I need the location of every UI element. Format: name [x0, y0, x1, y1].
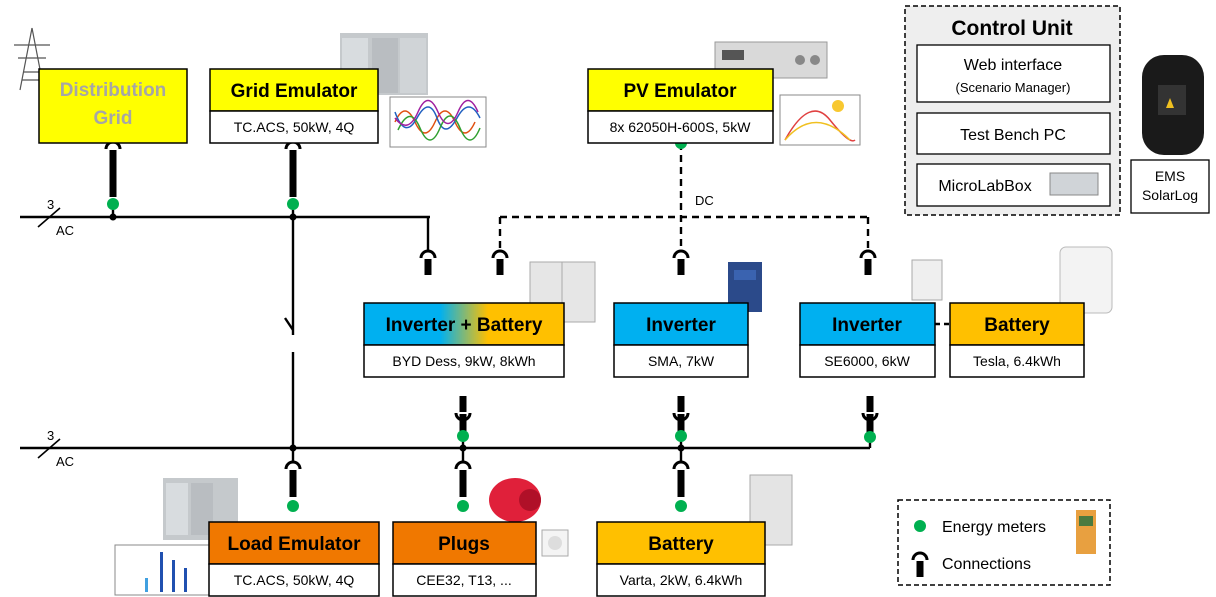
- web-interface-label: Web interface: [964, 57, 1063, 74]
- sine-waves-plot: [389, 96, 487, 148]
- connection-icon: [672, 460, 690, 488]
- grid-emulator-box: Grid Emulator TC.ACS, 50kW, 4Q: [209, 68, 379, 144]
- battery-tesla-title: Battery: [984, 315, 1050, 336]
- control-unit: Control Unit Web interface (Scenario Man…: [904, 5, 1121, 216]
- wiring: [20, 143, 950, 462]
- connection-icon: [672, 249, 690, 277]
- connection-icon: [454, 460, 472, 488]
- ems-device-photo: [1142, 55, 1204, 155]
- inverter-sma-box: Inverter SMA, 7kW: [613, 302, 749, 378]
- upper-bus-type: AC: [56, 223, 74, 238]
- pv-curve-plot: [779, 94, 861, 146]
- plugs-title: Plugs: [438, 534, 490, 555]
- energy-meter-icon: [675, 500, 687, 512]
- battery-varta-box: Battery Varta, 2kW, 6.4kWh: [596, 521, 766, 597]
- pv-emulator-spec: 8x 62050H-600S, 5kW: [610, 119, 752, 135]
- energy-meter-icon: [675, 430, 687, 442]
- connection-icon: [419, 249, 437, 277]
- switch: [284, 317, 294, 331]
- upper-bus-marker: 3 AC: [37, 197, 74, 238]
- energy-meter-icon: [914, 520, 926, 532]
- microlabbox-label: MicroLabBox: [938, 178, 1031, 195]
- connection-icon: [491, 249, 509, 277]
- connection-icon: [104, 140, 122, 168]
- test-bench-label: Test Bench PC: [960, 127, 1066, 144]
- inverter-se-box: Inverter SE6000, 6kW: [799, 302, 936, 378]
- inverter-sma-spec: SMA, 7kW: [648, 353, 715, 369]
- load-spectrum-plot: [114, 544, 211, 596]
- control-unit-title: Control Unit: [951, 17, 1072, 40]
- energy-meter-icon: [457, 500, 469, 512]
- dc-bus-label: DC: [695, 193, 714, 208]
- grid-emulator-title: Grid Emulator: [231, 81, 358, 102]
- load-emulator-box: Load Emulator TC.ACS, 50kW, 4Q: [208, 521, 380, 597]
- plugs-box: Plugs CEE32, T13, ...: [392, 521, 537, 597]
- inverter-se-spec: SE6000, 6kW: [824, 353, 910, 369]
- battery-varta-title: Battery: [648, 534, 714, 555]
- legend: Energy meters Connections: [897, 499, 1111, 586]
- battery-varta-spec: Varta, 2kW, 6.4kWh: [620, 572, 743, 588]
- connection-icon: [859, 249, 877, 277]
- energy-meter-icon: [287, 198, 299, 210]
- cee-socket-photo: [489, 478, 541, 522]
- load-emulator-title: Load Emulator: [227, 534, 361, 555]
- scenario-manager-label: (Scenario Manager): [956, 80, 1071, 95]
- inverter-battery-box: Inverter + Battery BYD Dess, 9kW, 8kWh: [363, 302, 565, 378]
- plugs-spec: CEE32, T13, ...: [416, 572, 511, 588]
- upper-bus-count: 3: [47, 197, 54, 212]
- tesla-powerwall-photo: [1059, 246, 1113, 314]
- ems-line2: SolarLog: [1142, 187, 1198, 203]
- connection-icon: [284, 140, 302, 168]
- legend-energy-meters: Energy meters: [942, 519, 1046, 536]
- inverter-sma-title: Inverter: [646, 315, 716, 336]
- energy-meter-icon: [457, 430, 469, 442]
- energy-meter-icon: [864, 431, 876, 443]
- battery-tesla-spec: Tesla, 6.4kWh: [973, 353, 1061, 369]
- schuko-socket-photo: [541, 529, 569, 557]
- inverter-battery-spec: BYD Dess, 9kW, 8kWh: [392, 353, 535, 369]
- connection-icon: [284, 460, 302, 488]
- distribution-grid-box: Distribution Grid: [38, 68, 188, 144]
- solaredge-inverter-photo: [911, 259, 943, 301]
- ems-box: EMS SolarLog: [1130, 159, 1210, 214]
- pv-emulator-title: PV Emulator: [624, 81, 738, 102]
- energy-meter-icon: [107, 198, 119, 210]
- inverter-battery-title: Inverter + Battery: [386, 315, 543, 336]
- lower-bus-marker: 3 AC: [37, 428, 74, 469]
- distribution-grid-line2: Grid: [93, 108, 132, 129]
- distribution-grid-line1: Distribution: [60, 80, 167, 101]
- lower-bus-count: 3: [47, 428, 54, 443]
- inverter-se-title: Inverter: [832, 315, 902, 336]
- load-emulator-spec: TC.ACS, 50kW, 4Q: [234, 572, 355, 588]
- legend-connections: Connections: [942, 556, 1031, 573]
- ems-line1: EMS: [1155, 168, 1185, 184]
- cabinet-photo: [163, 478, 238, 540]
- battery-tesla-box: Battery Tesla, 6.4kWh: [949, 302, 1085, 378]
- energy-meter-icon: [287, 500, 299, 512]
- grid-emulator-spec: TC.ACS, 50kW, 4Q: [234, 119, 355, 135]
- pv-emulator-box: PV Emulator 8x 62050H-600S, 5kW: [587, 68, 774, 144]
- energy-meters: [107, 137, 876, 512]
- lower-bus-type: AC: [56, 454, 74, 469]
